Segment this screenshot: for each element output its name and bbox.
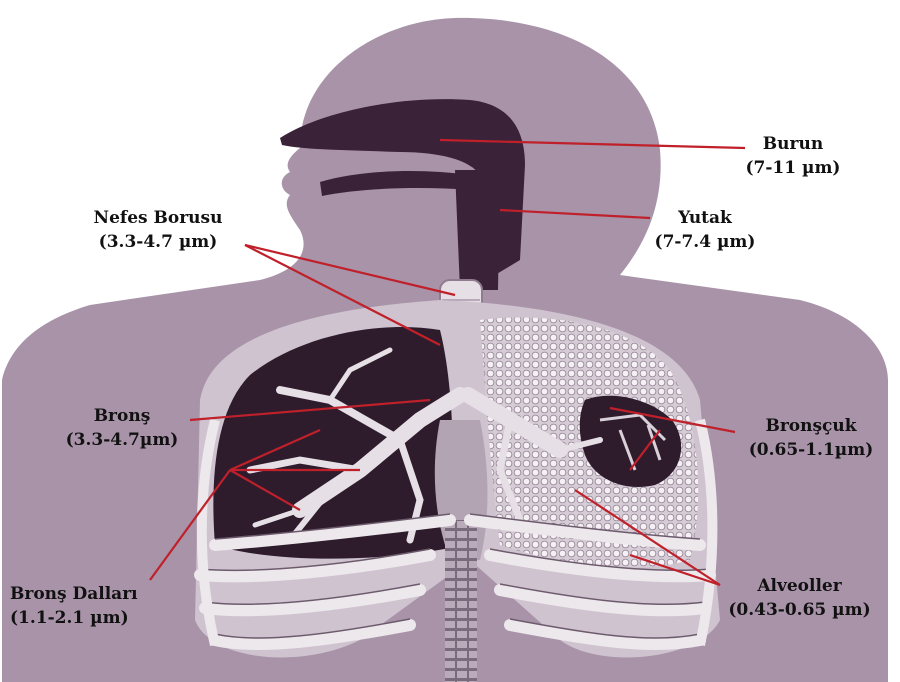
label-burun-name: Burun [728, 132, 858, 156]
pharynx [455, 170, 500, 290]
label-nefes-borusu-name: Nefes Borusu [68, 206, 248, 230]
label-yutak-name: Yutak [630, 206, 780, 230]
label-bronscuk: Bronşçuk (0.65-1.1µm) [736, 414, 886, 462]
spine [445, 520, 477, 682]
label-nefes-borusu-size: (3.3-4.7 µm) [68, 230, 248, 254]
label-alveoller-name: Alveoller [712, 574, 887, 598]
label-brons-dallari-size: (1.1-2.1 µm) [10, 606, 190, 630]
label-brons-size: (3.3-4.7µm) [52, 428, 192, 452]
label-brons: Bronş (3.3-4.7µm) [52, 404, 192, 452]
label-burun-size: (7-11 µm) [728, 156, 858, 180]
label-brons-dallari-name: Bronş Dalları [10, 582, 190, 606]
label-burun: Burun (7-11 µm) [728, 132, 858, 180]
label-brons-dallari: Bronş Dalları (1.1-2.1 µm) [10, 582, 190, 630]
label-alveoller: Alveoller (0.43-0.65 µm) [712, 574, 887, 622]
label-yutak: Yutak (7-7.4 µm) [630, 206, 780, 254]
label-alveoller-size: (0.43-0.65 µm) [712, 598, 887, 622]
label-yutak-size: (7-7.4 µm) [630, 230, 780, 254]
label-brons-name: Bronş [52, 404, 192, 428]
label-nefes-borusu: Nefes Borusu (3.3-4.7 µm) [68, 206, 248, 254]
label-bronscuk-size: (0.65-1.1µm) [736, 438, 886, 462]
label-bronscuk-name: Bronşçuk [736, 414, 886, 438]
